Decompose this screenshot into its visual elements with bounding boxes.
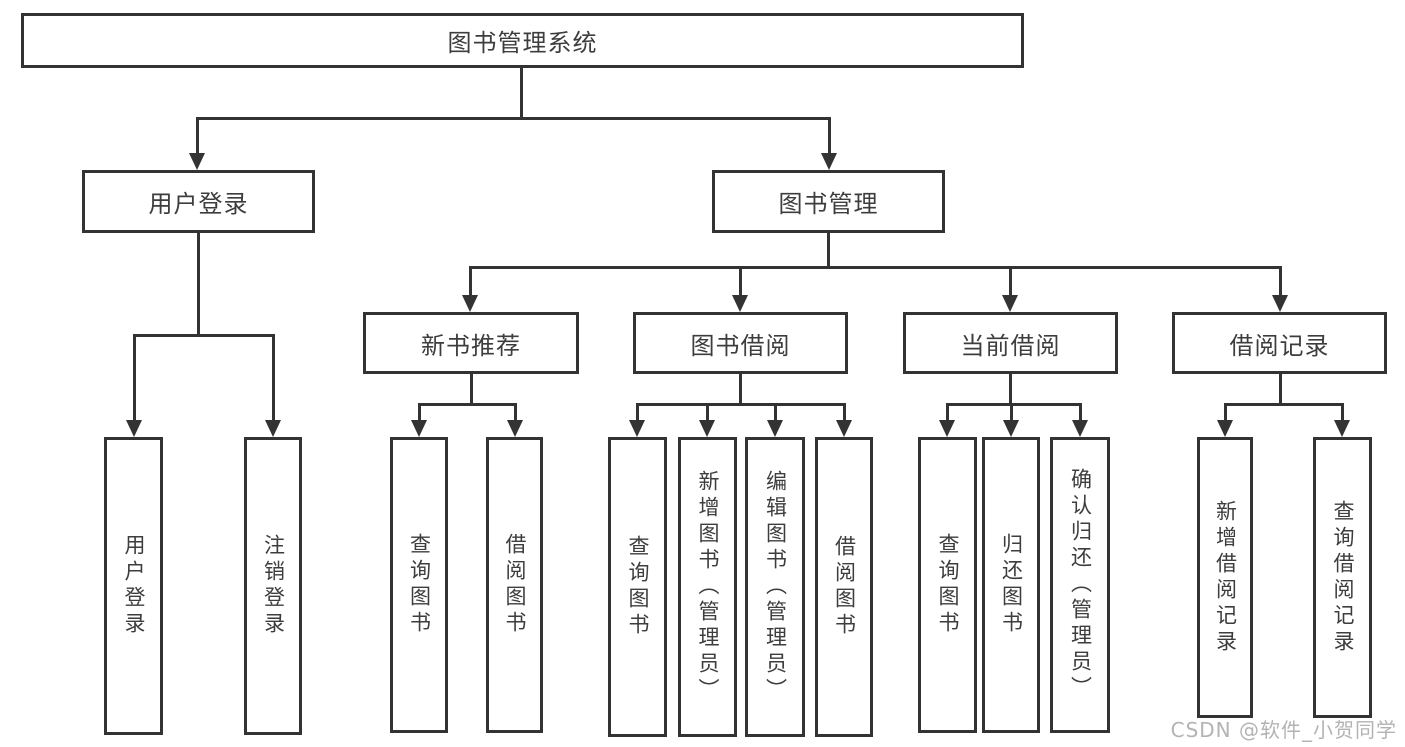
connector-book-mgmt-stem — [827, 233, 830, 269]
node-label: 编辑图书（管理员） — [763, 470, 788, 704]
connector-drop-leaf — [272, 334, 275, 422]
node-label: 用户登录 — [148, 190, 249, 218]
leaf-logout: 注销登录 — [244, 437, 302, 735]
connector-drop-new-book — [469, 266, 472, 297]
node-label: 归还图书 — [999, 533, 1024, 637]
node-root-system: 图书管理系统 — [21, 13, 1024, 68]
connector-drop-leaf — [636, 403, 639, 422]
connector-stem — [1279, 374, 1282, 406]
leaf-confirm-return-admin: 确认归还（管理员） — [1050, 437, 1110, 733]
arrow-down-icon — [1217, 420, 1233, 437]
connector-user-login-stem — [197, 233, 200, 337]
node-label: 用户登录 — [122, 534, 146, 638]
connector-bar — [636, 403, 846, 406]
connector-bar — [946, 403, 1082, 406]
node-label: 借阅记录 — [1229, 331, 1330, 360]
connector-book-mgmt-bar — [469, 266, 1282, 269]
node-label: 新书推荐 — [421, 331, 521, 360]
arrow-down-icon — [699, 420, 715, 437]
node-label: 确认归还（管理员） — [1068, 468, 1093, 702]
connector-drop-user-login — [196, 117, 199, 155]
connector-bar — [1224, 403, 1344, 406]
connector-drop-leaf — [774, 403, 777, 422]
leaf-query-books-1: 查询图书 — [390, 437, 448, 733]
connector-drop-leaf — [843, 403, 846, 422]
leaf-borrow-books-1: 借阅图书 — [486, 437, 543, 733]
csdn-watermark: CSDN @软件_小贺同学 — [1170, 718, 1397, 742]
node-label: 新增借阅记录 — [1213, 499, 1238, 656]
arrow-down-icon — [629, 420, 645, 437]
node-label: 查询图书 — [936, 533, 960, 637]
leaf-query-books-3: 查询图书 — [918, 437, 977, 733]
connector-stem — [739, 374, 742, 406]
arrow-down-icon — [821, 153, 837, 170]
connector-drop-leaf — [1224, 403, 1227, 422]
arrow-down-icon — [126, 420, 142, 437]
arrow-down-icon — [1072, 420, 1088, 437]
connector-root-bar — [196, 117, 831, 120]
connector-drop-current-borrow — [1009, 266, 1012, 297]
node-label: 借阅图书 — [503, 533, 527, 637]
arrow-down-icon — [767, 420, 783, 437]
connector-root-stem — [520, 68, 523, 118]
leaf-borrow-books-2: 借阅图书 — [815, 437, 873, 737]
arrow-down-icon — [732, 295, 748, 312]
node-label: 注销登录 — [261, 534, 286, 638]
leaf-query-books-2: 查询图书 — [608, 437, 667, 737]
arrow-down-icon — [1002, 295, 1018, 312]
arrow-down-icon — [1334, 420, 1350, 437]
node-label: 图书管理 — [778, 190, 879, 218]
node-label: 当前借阅 — [960, 331, 1061, 360]
node-label: 图书借阅 — [690, 331, 791, 360]
connector-drop-leaf — [418, 403, 421, 422]
connector-stem — [1009, 374, 1012, 406]
node-label: 借阅图书 — [832, 535, 857, 639]
connector-drop-leaf — [1341, 403, 1344, 422]
connector-drop-book-mgmt — [828, 117, 831, 155]
leaf-query-borrow-record: 查询借阅记录 — [1313, 437, 1372, 718]
arrow-down-icon — [265, 420, 281, 437]
arrow-down-icon — [462, 295, 478, 312]
arrow-down-icon — [411, 420, 427, 437]
connector-drop-book-borrow — [739, 266, 742, 297]
connector-drop-leaf — [946, 403, 949, 422]
leaf-return-books: 归还图书 — [982, 437, 1040, 733]
node-current-borrowing: 当前借阅 — [903, 312, 1118, 374]
node-new-book-recommend: 新书推荐 — [363, 312, 579, 374]
arrow-down-icon — [189, 153, 205, 170]
node-label: 图书管理系统 — [447, 29, 598, 57]
arrow-down-icon — [939, 420, 955, 437]
arrow-down-icon — [507, 420, 523, 437]
arrow-down-icon — [1272, 295, 1288, 312]
arrow-down-icon — [836, 420, 852, 437]
node-label: 查询图书 — [626, 535, 650, 639]
connector-drop-leaf — [514, 403, 517, 422]
node-label: 新增图书（管理员） — [696, 470, 720, 704]
leaf-add-borrow-record: 新增借阅记录 — [1197, 437, 1253, 718]
connector-drop-leaf — [1079, 403, 1082, 422]
leaf-add-books-admin: 新增图书（管理员） — [678, 437, 737, 737]
node-label: 查询图书 — [407, 533, 432, 637]
node-label: 查询借阅记录 — [1331, 499, 1355, 656]
node-borrowing-records: 借阅记录 — [1172, 312, 1387, 374]
connector-drop-leaf — [1010, 403, 1013, 422]
connector-drop-borrow-records — [1279, 266, 1282, 297]
connector-drop-leaf — [706, 403, 709, 422]
connector-user-login-bar — [133, 334, 274, 337]
node-user-login: 用户登录 — [82, 170, 315, 233]
connector-drop-leaf — [133, 334, 136, 422]
node-book-management: 图书管理 — [712, 170, 945, 233]
node-book-borrowing: 图书借阅 — [633, 312, 848, 374]
arrow-down-icon — [1003, 420, 1019, 437]
connector-stem — [470, 374, 473, 406]
leaf-user-login: 用户登录 — [104, 437, 163, 735]
connector-bar — [418, 403, 517, 406]
leaf-edit-books-admin: 编辑图书（管理员） — [745, 437, 805, 737]
